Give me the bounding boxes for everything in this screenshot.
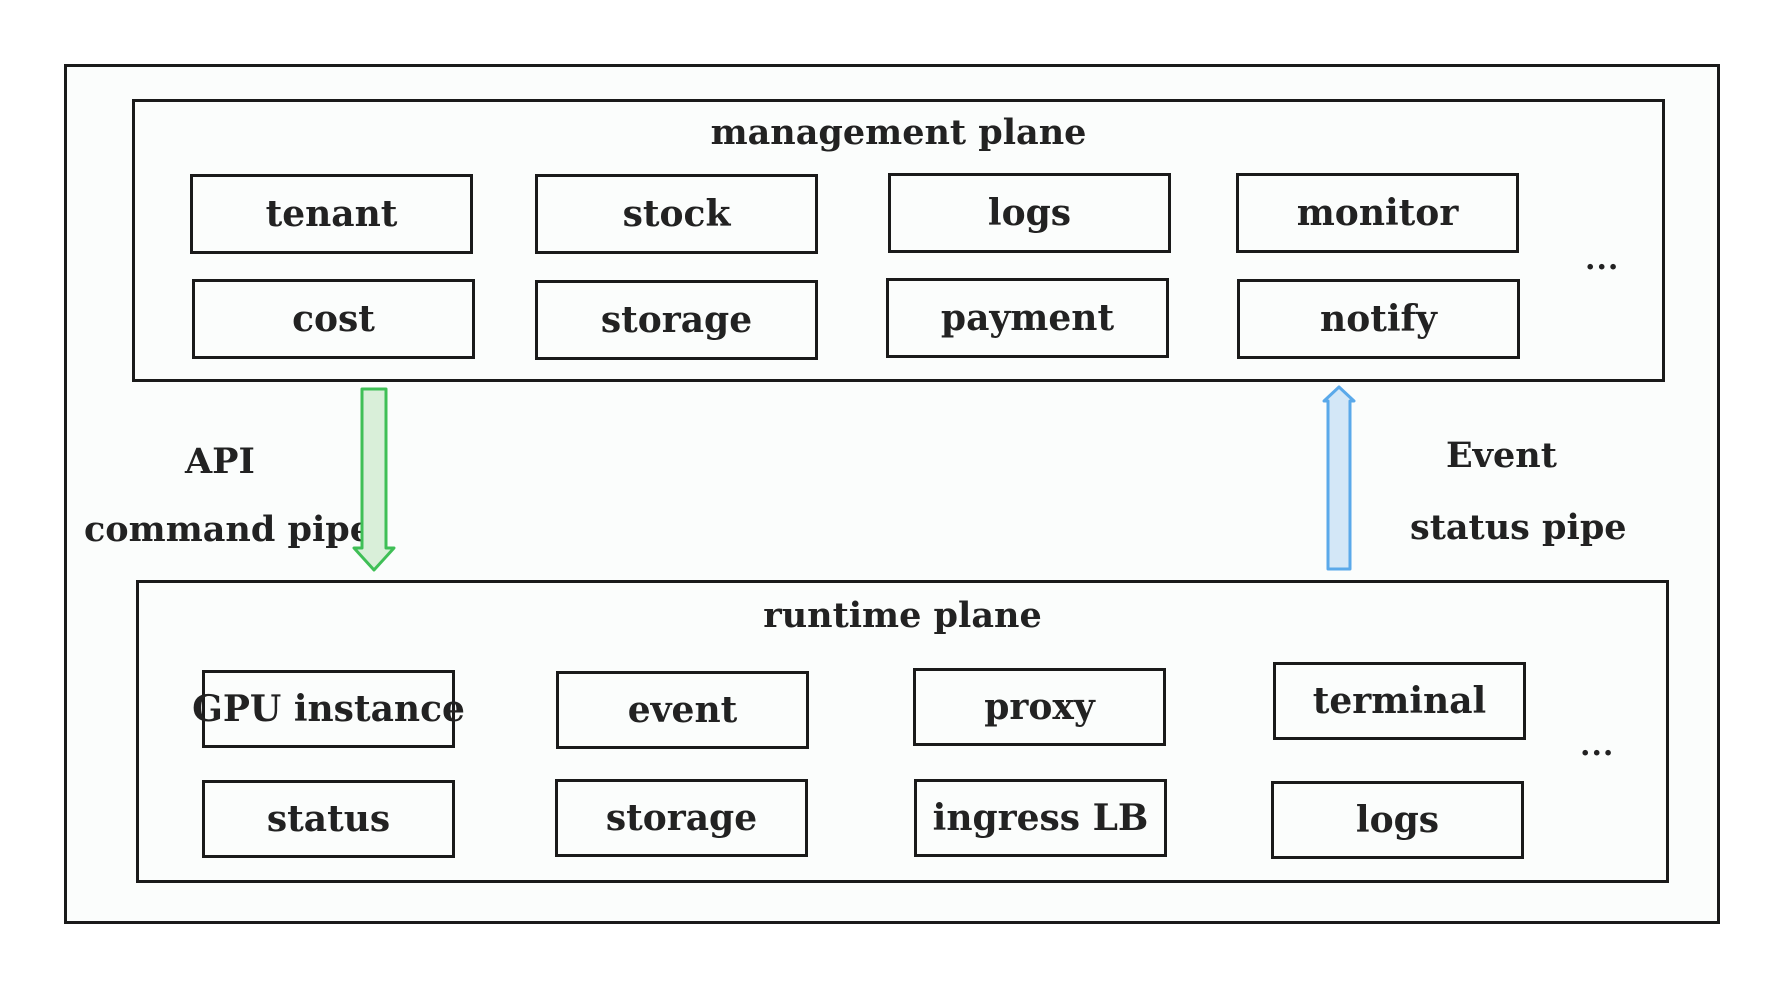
command-pipe-down-arrow	[352, 387, 396, 572]
runtime-box-proxy: proxy	[913, 668, 1166, 746]
mgmt-box-storage: storage	[535, 280, 818, 360]
mgmt-box-notify: notify	[1237, 279, 1520, 359]
status-pipe-label: status pipe	[1410, 507, 1627, 548]
mgmt-box-stock: stock	[535, 174, 818, 254]
runtime-box-status: status	[202, 780, 455, 858]
management-plane: management plane tenant stock logs monit…	[132, 99, 1665, 382]
runtime-box-ingress-lb: ingress LB	[914, 779, 1167, 857]
command-pipe-label-api: API	[185, 441, 255, 482]
runtime-box-logs: logs	[1271, 781, 1524, 859]
command-pipe-label: command pipe	[84, 509, 373, 550]
status-pipe-up-arrow	[1322, 385, 1356, 571]
status-pipe-label-event: Event	[1446, 435, 1557, 476]
mgmt-more-ellipsis: ...	[1585, 242, 1620, 277]
mgmt-box-monitor: monitor	[1236, 173, 1519, 253]
runtime-more-ellipsis: ...	[1580, 728, 1615, 763]
mgmt-box-logs: logs	[888, 173, 1171, 253]
mgmt-box-tenant: tenant	[190, 174, 473, 254]
mgmt-box-cost: cost	[192, 279, 475, 359]
mgmt-box-payment: payment	[886, 278, 1169, 358]
runtime-box-event: event	[556, 671, 809, 749]
runtime-box-storage: storage	[555, 779, 808, 857]
management-plane-title: management plane	[710, 112, 1087, 153]
runtime-plane-title: runtime plane	[763, 595, 1042, 636]
runtime-plane: runtime plane GPU instance event proxy t…	[136, 580, 1669, 883]
runtime-box-terminal: terminal	[1273, 662, 1526, 740]
runtime-box-gpu-instance: GPU instance	[192, 670, 465, 748]
